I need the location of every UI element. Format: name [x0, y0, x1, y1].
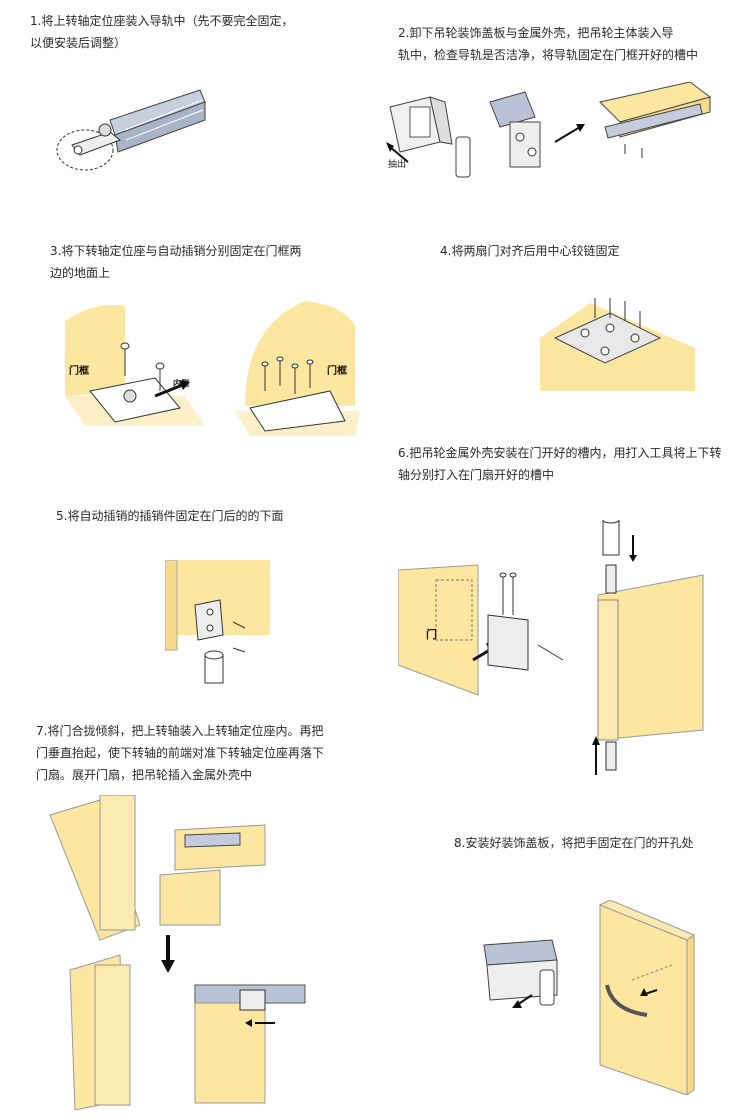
step-3-text: 3.将下转轴定位座与自动插销分别固定在门框两 边的地面上 — [50, 244, 302, 280]
door-frame-label-left: 门框 — [69, 364, 89, 377]
figure-step-6: 门 — [398, 520, 704, 775]
step-8-text: 8.安装好装饰盖板，将把手固定在门的开孔处 — [454, 836, 694, 850]
figure-step-2: 抽出 — [386, 82, 712, 178]
inside-label: 内侧 — [173, 378, 189, 388]
step-4-text: 4.将两扇门对齐后用中心铰链固定 — [440, 244, 620, 258]
figure-step-4 — [540, 298, 695, 391]
step-5-text: 5.将自动插销的插销件固定在门后的的下面 — [56, 509, 284, 523]
door-frame-label-right: 门框 — [327, 364, 347, 377]
step-2-text: 2.卸下吊轮装饰盖板与金属外壳，把吊轮主体装入导 轨中，检查导轨是否洁净，将导轨… — [398, 26, 699, 62]
figure-step-8 — [483, 900, 696, 1095]
figure-step-5 — [165, 560, 270, 684]
step-1-text: 1.将上转轴定位座装入导轨中（先不要完全固定， 以便安装后调整） — [30, 14, 294, 50]
pull-out-label: 抽出 — [388, 158, 406, 170]
door-label: 门 — [426, 627, 437, 641]
step-7-text: 7.将门合拢倾斜，把上转轴装入上转轴定位座内。再把 门垂直抬起，使下转轴的前端对… — [36, 724, 325, 782]
step-6-text: 6.把吊轮金属外壳安装在门开好的槽内，用打入工具将上下转 轴分别打入在门扇开好的… — [398, 446, 722, 482]
figure-step-3: 门框 内侧 门框 — [65, 301, 360, 436]
figure-step-1 — [56, 89, 206, 171]
figure-step-7 — [49, 795, 306, 1110]
